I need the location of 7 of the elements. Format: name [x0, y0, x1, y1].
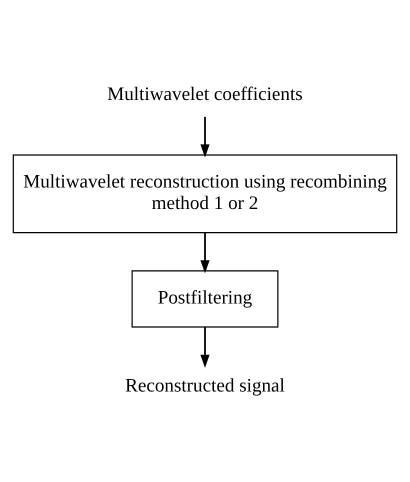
node-box: Postfiltering	[132, 270, 278, 328]
node-text: Multiwavelet coefficients	[107, 84, 303, 105]
node-text: Reconstructed signal	[125, 375, 285, 396]
arrow	[200, 116, 210, 158]
arrow	[200, 327, 210, 368]
node-box: Multiwavelet reconstruction using recombining method 1 or 2	[12, 154, 398, 234]
arrow	[200, 232, 210, 274]
